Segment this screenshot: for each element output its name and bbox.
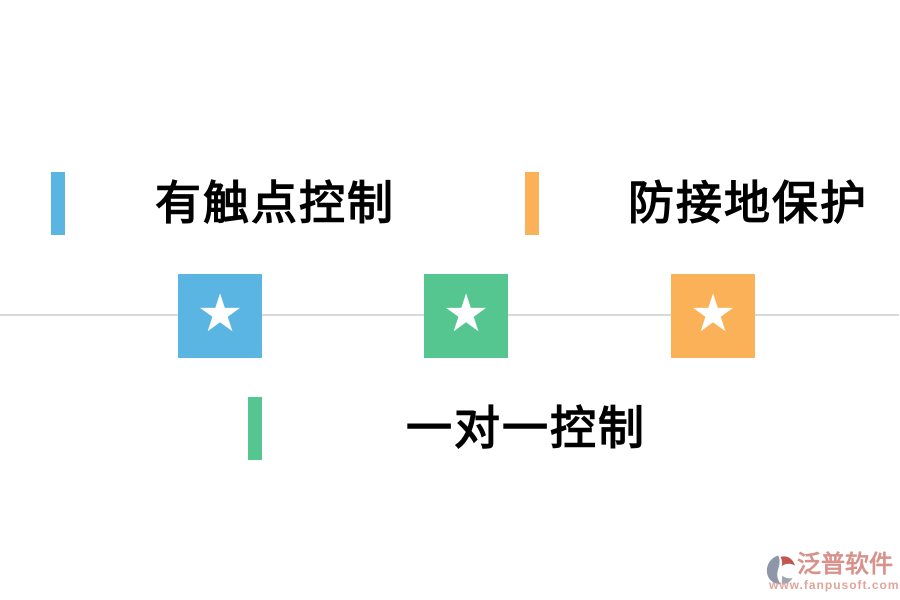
fanpu-logo-watermark: 泛普软件 www.fanpusoft.com (764, 551, 899, 595)
accent-bar-blue (51, 172, 65, 235)
star-icon: ★ (689, 284, 737, 344)
feature-square-green: ★ (424, 274, 508, 358)
label-contact-control: 有触点控制 (155, 177, 395, 229)
label-one-to-one-control: 一对一控制 (406, 402, 646, 454)
feature-square-orange: ★ (671, 274, 755, 358)
accent-bar-orange (525, 172, 539, 235)
label-ground-protection: 防接地保护 (628, 177, 868, 229)
accent-bar-green (248, 397, 262, 460)
feature-square-blue: ★ (178, 274, 262, 358)
star-icon: ★ (196, 284, 244, 344)
fanpu-logo-url: www.fanpusoft.com (769, 578, 900, 592)
fanpu-logo-icon (766, 555, 796, 585)
fanpu-logo-text: 泛普软件 (797, 551, 893, 578)
star-icon: ★ (442, 284, 490, 344)
